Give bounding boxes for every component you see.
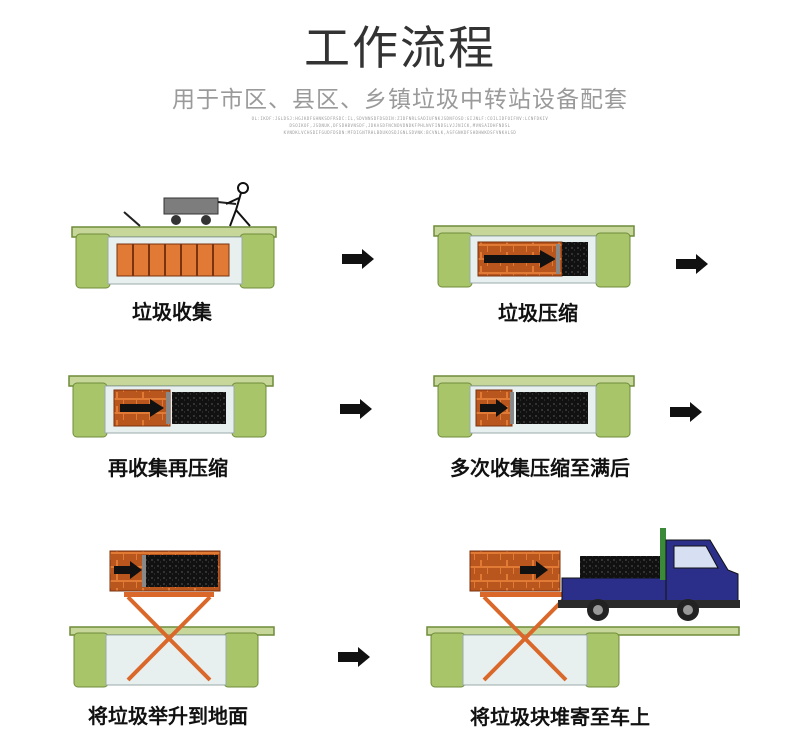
filler-text-line-2: DSOIKOF,JSDNUK,DFSDHBVNSDF,JDKASDFNCNDVD… (289, 123, 511, 128)
step-compress-illustration (433, 225, 635, 288)
arrow-icon (676, 254, 708, 274)
filler-text-line-3: KVNDKLVCHSDIFGUDFDSDN:MFDIGNTRHLBDUKOSDJ… (283, 130, 517, 135)
worker-icon (225, 182, 251, 227)
page-subtitle: 用于市区、县区、乡镇垃圾中转站设备配套 (172, 87, 628, 113)
step-label-load: 将垃圾块堆寄至车上 (470, 705, 650, 729)
cart-handle (123, 211, 141, 227)
arrow-icon (338, 647, 370, 667)
arrow-icon (670, 402, 702, 422)
step-label-recollect: 再收集再压缩 (108, 456, 228, 480)
cart-icon (163, 197, 219, 215)
step-label-compress: 垃圾压缩 (498, 301, 578, 325)
step-label-collect: 垃圾收集 (132, 300, 212, 324)
step-multi-illustration (433, 375, 635, 438)
step-collect-illustration (71, 182, 277, 289)
step-label-multi: 多次收集压缩至满后 (450, 456, 630, 480)
step-lift-illustration (69, 550, 275, 688)
step-label-lift: 将垃圾举升到地面 (88, 704, 248, 728)
step-load-illustration (426, 528, 740, 688)
arrow-icon (340, 399, 372, 419)
truck-icon (558, 528, 740, 621)
filler-text-line-1: OL:IKDF:JGLDSJ:HGJKDFGHNKSDFRSDC:IL,SDVN… (251, 116, 549, 121)
page-title: 工作流程 (304, 21, 496, 75)
arrow-icon (342, 249, 374, 269)
step-recollect-illustration (68, 375, 274, 438)
